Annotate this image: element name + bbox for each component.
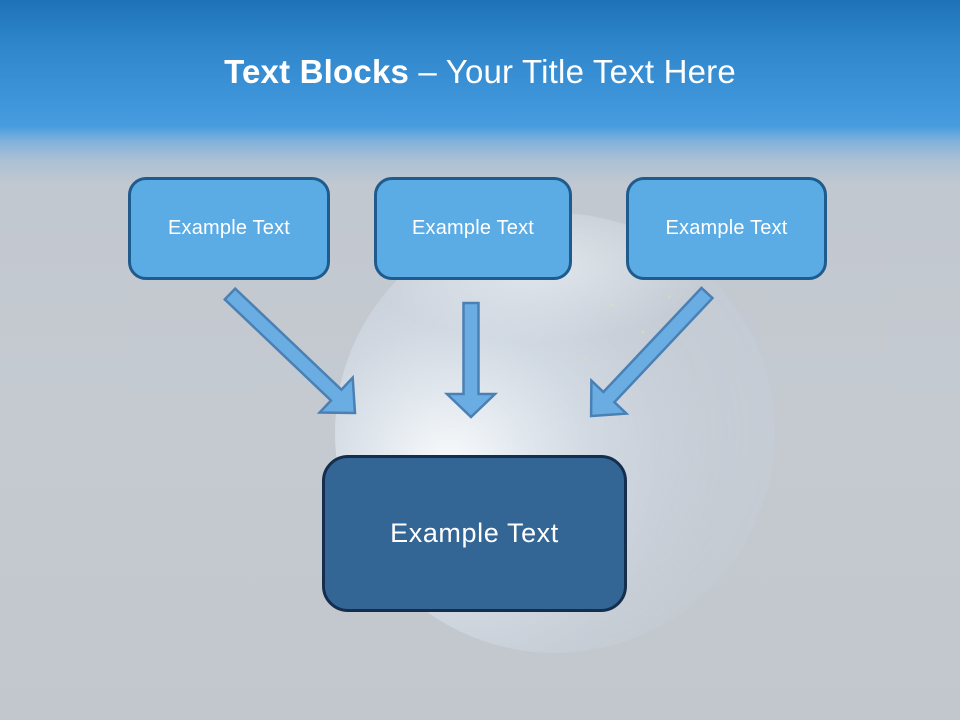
down-right-arrow-icon	[223, 286, 357, 415]
page-title-bold-text: Text Blocks	[224, 53, 410, 90]
text-box-1-label: Example Text	[167, 217, 291, 239]
text-box-1: Example Text	[128, 177, 330, 280]
down-left-arrow-icon	[589, 286, 715, 418]
center-text-box: Example Text	[322, 455, 627, 612]
text-box-3: Example Text	[626, 177, 827, 280]
page-title: Text Blocks – Your Title Text Here	[0, 53, 960, 91]
text-box-2-label: Example Text	[411, 217, 535, 239]
center-text-box-label: Example Text	[390, 518, 559, 548]
text-box-2: Example Text	[374, 177, 572, 280]
down-arrow-icon	[443, 301, 499, 419]
text-box-3-label: Example Text	[665, 217, 788, 239]
page-title-regular-text: – Your Title Text Here	[409, 53, 736, 90]
